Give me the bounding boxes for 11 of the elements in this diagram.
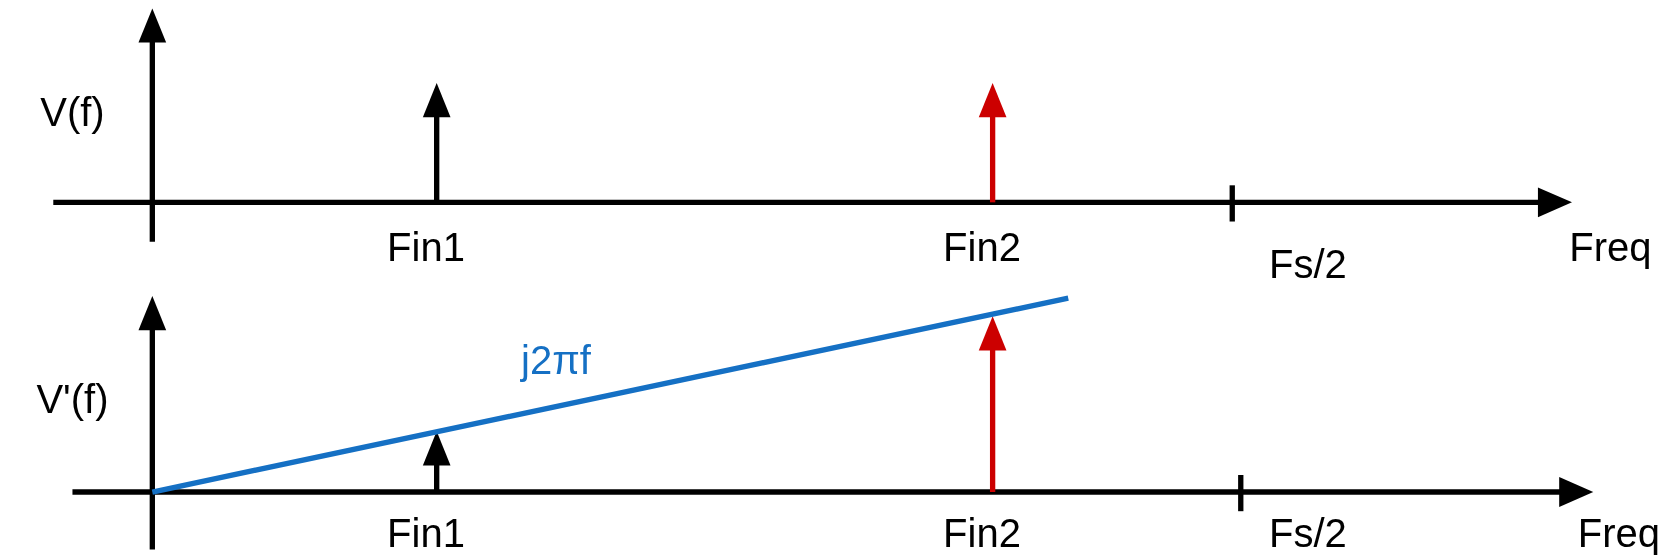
- frequency-label: Fin1: [387, 227, 465, 268]
- axis-label: V'(f): [36, 379, 109, 420]
- line-label: j2πf: [521, 340, 591, 380]
- frequency-label: Fin2: [943, 512, 1021, 553]
- frequency-label: Fin2: [943, 227, 1021, 268]
- frequency-label: Fs/2: [1269, 512, 1347, 553]
- axis-label: V(f): [40, 91, 105, 132]
- frequency-label: Fs/2: [1269, 244, 1347, 285]
- axis-label: Freq: [1569, 227, 1652, 268]
- axis-label: Freq: [1577, 512, 1660, 553]
- frequency-label: Fin1: [387, 512, 465, 553]
